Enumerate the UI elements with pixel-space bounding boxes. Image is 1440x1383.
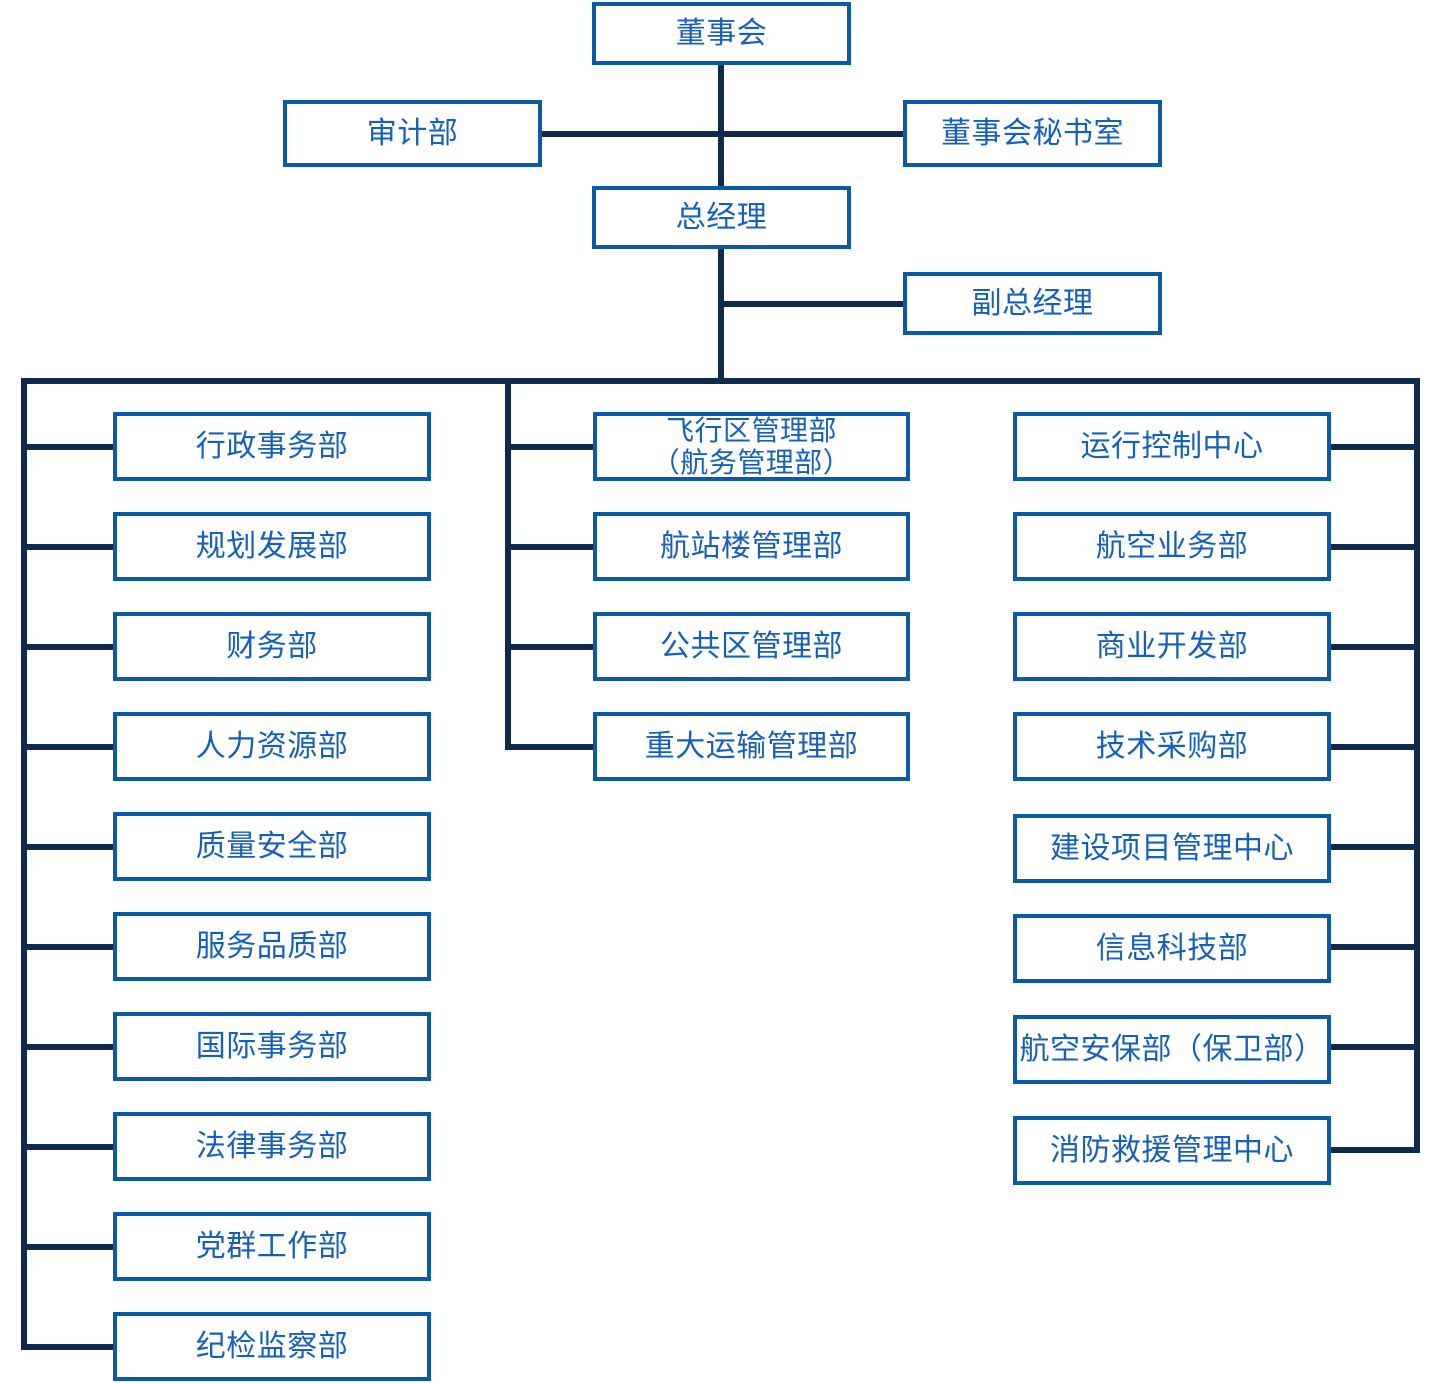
node-right-5[interactable]: 信息科技部 — [1013, 914, 1331, 983]
right-stub — [1329, 944, 1420, 950]
left-stub — [21, 444, 115, 450]
node-left-5[interactable]: 服务品质部 — [113, 912, 431, 981]
middle-stub — [505, 544, 595, 550]
connector-gm-to-deputy — [718, 301, 906, 307]
right-stub — [1329, 744, 1420, 750]
left-stub — [21, 844, 115, 850]
left-stub — [21, 1344, 115, 1350]
node-board-secretary-office[interactable]: 董事会秘书室 — [903, 100, 1162, 167]
right-stub — [1329, 1044, 1420, 1050]
left-stub — [21, 744, 115, 750]
node-middle-3[interactable]: 重大运输管理部 — [593, 712, 910, 781]
node-right-3[interactable]: 技术采购部 — [1013, 712, 1331, 781]
node-left-9[interactable]: 纪检监察部 — [113, 1312, 431, 1381]
left-stub — [21, 944, 115, 950]
right-column-spine — [1414, 378, 1420, 1153]
right-stub — [1329, 644, 1420, 650]
right-stub — [1329, 844, 1420, 850]
middle-column-spine — [505, 378, 511, 750]
node-middle-0[interactable]: 飞行区管理部 （航务管理部） — [593, 412, 910, 481]
connector-gm-down — [718, 246, 724, 381]
left-column-spine — [21, 378, 27, 1350]
right-stub — [1329, 1147, 1420, 1153]
middle-stub — [505, 744, 595, 750]
left-stub — [21, 544, 115, 550]
node-right-1[interactable]: 航空业务部 — [1013, 512, 1331, 581]
node-right-7[interactable]: 消防救援管理中心 — [1013, 1116, 1331, 1185]
node-general-manager[interactable]: 总经理 — [592, 186, 851, 249]
node-deputy-general-manager[interactable]: 副总经理 — [903, 272, 1162, 335]
node-audit-department[interactable]: 审计部 — [283, 100, 542, 167]
node-right-4[interactable]: 建设项目管理中心 — [1013, 814, 1331, 883]
middle-stub — [505, 644, 595, 650]
node-left-8[interactable]: 党群工作部 — [113, 1212, 431, 1281]
main-bus-horizontal — [21, 378, 1420, 384]
node-left-1[interactable]: 规划发展部 — [113, 512, 431, 581]
left-stub — [21, 1244, 115, 1250]
connector-to-general-manager — [718, 131, 724, 188]
left-stub — [21, 1144, 115, 1150]
connector-board-down — [718, 63, 724, 136]
node-left-7[interactable]: 法律事务部 — [113, 1112, 431, 1181]
right-stub — [1329, 544, 1420, 550]
node-right-6[interactable]: 航空安保部（保卫部） — [1013, 1015, 1331, 1084]
middle-stub — [505, 444, 595, 450]
node-left-3[interactable]: 人力资源部 — [113, 712, 431, 781]
node-left-4[interactable]: 质量安全部 — [113, 812, 431, 881]
right-stub — [1329, 444, 1420, 450]
node-middle-2[interactable]: 公共区管理部 — [593, 612, 910, 681]
node-left-0[interactable]: 行政事务部 — [113, 412, 431, 481]
node-middle-1[interactable]: 航站楼管理部 — [593, 512, 910, 581]
node-board[interactable]: 董事会 — [592, 2, 851, 65]
left-stub — [21, 1044, 115, 1050]
node-right-2[interactable]: 商业开发部 — [1013, 612, 1331, 681]
node-right-0[interactable]: 运行控制中心 — [1013, 412, 1331, 481]
node-left-2[interactable]: 财务部 — [113, 612, 431, 681]
left-stub — [21, 644, 115, 650]
node-left-6[interactable]: 国际事务部 — [113, 1012, 431, 1081]
